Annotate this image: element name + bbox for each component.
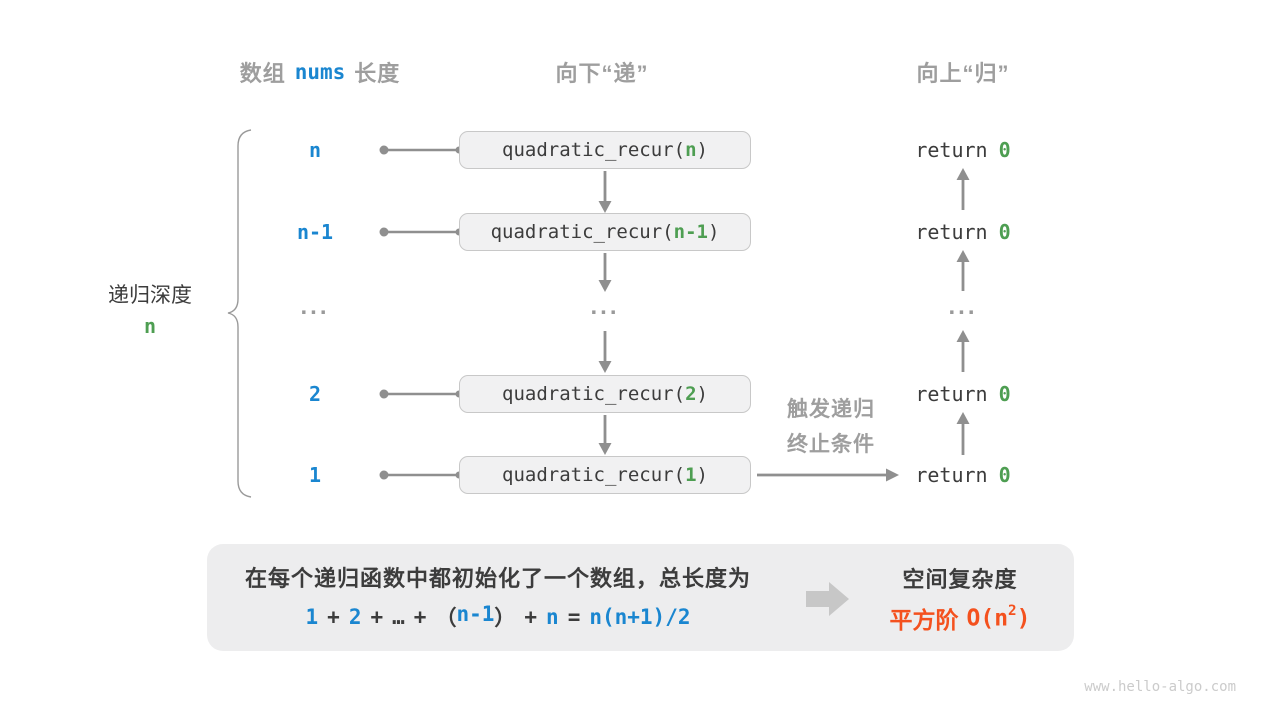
call-box: quadratic_recur(2) [459,375,751,413]
return-ellipsis: ... [948,293,978,320]
formula-paren-group: （ n-1 ） [435,602,515,632]
call-box: quadratic_recur(n-1) [459,213,751,251]
complexity-big-o: O(n2) [966,602,1031,632]
return-keyword: return [915,382,988,406]
call-ellipsis: ... [590,293,620,320]
depth-brace-label: 递归深度 [108,284,192,307]
call-close: ) [696,139,708,161]
return-keyword: return [915,138,988,162]
formula-ellipsis: … [392,605,405,629]
return-label: return 0 [915,138,1010,162]
summary-formula: 1 + 2 + … + （ n-1 ） + n = n(n+1)/2 [306,602,691,632]
header-ascend: 向上“归” [916,61,1010,86]
depth-brace [227,129,252,498]
return-value: 0 [998,463,1011,487]
return-value: 0 [998,382,1011,406]
down-arrows [598,171,612,455]
call-close: ) [707,221,720,243]
call-fn: quadratic_recur( [502,139,686,161]
return-label: return 0 [915,220,1010,244]
formula-paren-open: （ [435,606,457,630]
trigger-label-line1: 触发递归 [787,398,875,421]
up-arrows [956,168,970,455]
trigger-label-line2: 终止条件 [787,433,875,456]
call-arg: 2 [685,383,697,405]
row-connectors [379,145,463,480]
formula-op: + [327,605,340,629]
formula-term: n-1 [456,602,495,626]
return-value: 0 [998,138,1011,162]
call-box: quadratic_recur(n) [459,131,751,169]
complexity-exponent: 2 [1008,602,1017,619]
formula-op: + [370,605,384,629]
header-array-prefix: 数组 [239,61,286,86]
return-keyword: return [915,220,988,244]
return-keyword: return [915,463,988,487]
header-array-var: nums [294,60,346,84]
summary-fat-arrow [806,582,849,616]
call-arg: n-1 [673,221,708,243]
formula-term: n [546,605,559,629]
call-fn: quadratic_recur( [502,383,686,405]
return-label: return 0 [915,382,1010,406]
call-fn: quadratic_recur( [490,221,674,243]
formula-op: + [524,605,538,629]
complexity-value: 平方阶 O(n2) [890,601,1031,635]
depth-label: n-1 [296,220,334,244]
formula-term: 2 [348,605,362,629]
formula-result: n(n+1)/2 [589,605,691,629]
header-array-suffix: 长度 [354,61,401,86]
header-descend: 向下“递” [555,61,649,86]
complexity-title: 空间复杂度 [902,567,1018,592]
summary-description: 在每个递归函数中都初始化了一个数组，总长度为 [244,566,752,591]
depth-label: 1 [308,463,322,487]
watermark: www.hello-algo.com [1084,679,1236,695]
formula-term: 1 [305,605,319,629]
depth-label: n [308,138,322,162]
formula-equals: = [567,605,581,629]
complexity-order-name: 平方阶 [889,607,959,633]
return-label: return 0 [915,463,1010,487]
depth-brace-value: n [143,314,157,338]
call-close: ) [696,383,708,405]
return-value: 0 [998,220,1011,244]
call-close: ) [696,464,708,486]
call-arg: n [685,139,697,161]
call-fn: quadratic_recur( [502,464,686,486]
depth-label: 2 [308,382,322,406]
call-box: quadratic_recur(1) [459,456,751,494]
formula-paren-close: ） [494,606,516,630]
summary-panel [207,544,1074,651]
header-array-length: 数组 nums 长度 [240,56,401,88]
call-arg: 1 [685,464,697,486]
formula-op: + [413,605,427,629]
trigger-arrow [757,468,899,482]
depth-ellipsis: ... [300,293,330,320]
